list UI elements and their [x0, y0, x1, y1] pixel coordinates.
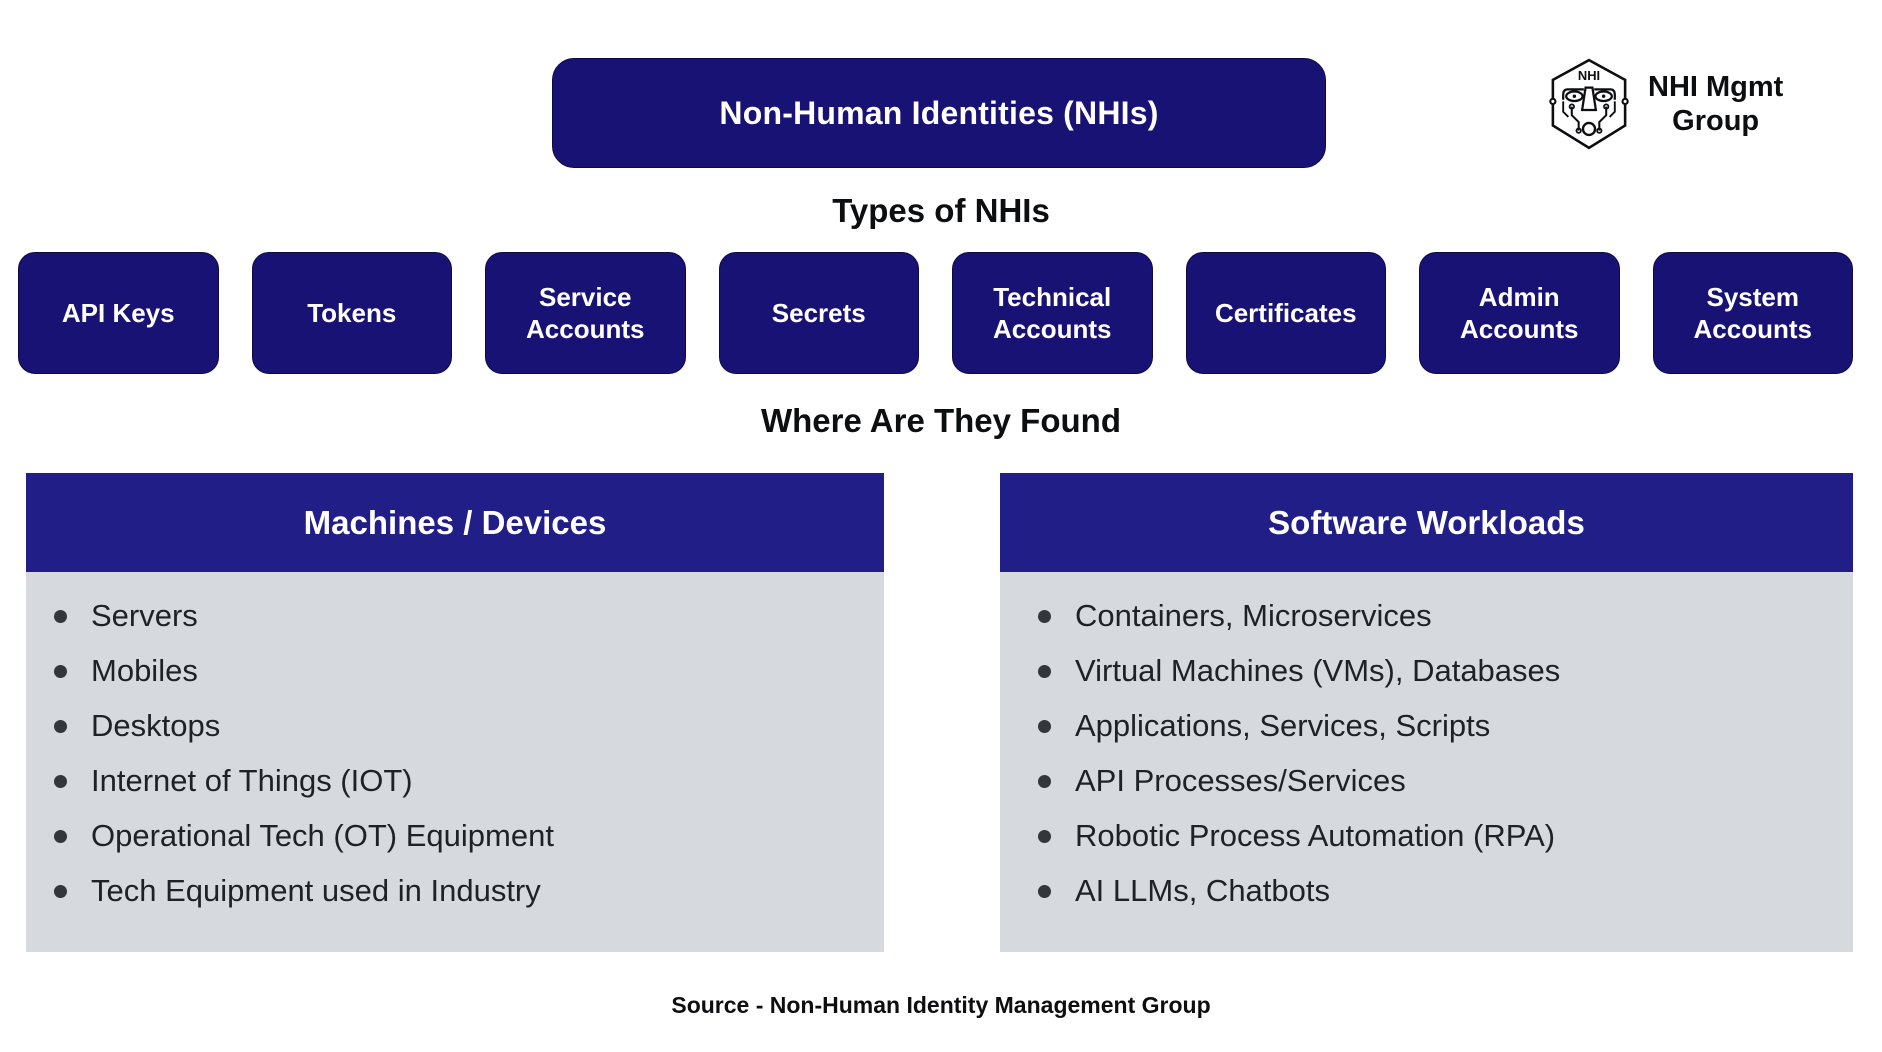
logo-text-line1: NHI Mgmt: [1648, 70, 1784, 103]
panel-title: Software Workloads: [1000, 473, 1853, 572]
list-item: Robotic Process Automation (RPA): [1038, 816, 1833, 856]
page-title: Non-Human Identities (NHIs): [552, 58, 1326, 168]
list-item: Applications, Services, Scripts: [1038, 706, 1833, 746]
found-heading: Where Are They Found: [761, 402, 1121, 439]
machines-devices-list: Servers Mobiles Desktops Internet of Thi…: [54, 596, 864, 911]
bullet-icon: [54, 774, 67, 788]
list-item-label: Containers, Microservices: [1075, 598, 1432, 633]
bullet-icon: [1038, 884, 1051, 898]
type-box-admin-accounts: Admin Accounts: [1419, 252, 1620, 374]
bullet-icon: [54, 829, 67, 843]
list-item: Virtual Machines (VMs), Databases: [1038, 651, 1833, 691]
list-item: Internet of Things (IOT): [54, 761, 864, 801]
list-item: API Processes/Services: [1038, 761, 1833, 801]
types-row: API Keys Tokens Service Accounts Secrets…: [18, 252, 1853, 374]
list-item: Desktops: [54, 706, 864, 746]
bullet-icon: [54, 884, 67, 898]
list-item-label: Operational Tech (OT) Equipment: [91, 818, 554, 853]
bullet-icon: [1038, 664, 1051, 678]
list-item: Tech Equipment used in Industry: [54, 871, 864, 911]
type-box-service-accounts: Service Accounts: [485, 252, 686, 374]
list-item: Containers, Microservices: [1038, 596, 1833, 636]
list-item-label: Robotic Process Automation (RPA): [1075, 818, 1556, 853]
logo-text: NHI Mgmt Group: [1648, 70, 1783, 138]
panel-title: Machines / Devices: [26, 473, 884, 572]
bullet-icon: [1038, 829, 1051, 843]
svg-text:NHI: NHI: [1578, 68, 1600, 83]
bullet-icon: [54, 609, 67, 623]
types-heading: Types of NHIs: [832, 192, 1050, 229]
list-item-label: AI LLMs, Chatbots: [1075, 873, 1331, 908]
list-item-label: Servers: [91, 598, 198, 633]
logo-text-line2: Group: [1672, 105, 1760, 137]
bullet-icon: [1038, 719, 1051, 733]
list-item: Servers: [54, 596, 864, 636]
list-item-label: Applications, Services, Scripts: [1075, 708, 1491, 743]
type-box-certificates: Certificates: [1185, 252, 1386, 374]
panel-body: Containers, Microservices Virtual Machin…: [1000, 572, 1853, 952]
list-item-label: API Processes/Services: [1075, 763, 1406, 798]
type-box-tokens: Tokens: [251, 252, 452, 374]
bullet-icon: [1038, 774, 1051, 788]
list-item-label: Tech Equipment used in Industry: [91, 873, 541, 908]
bullet-icon: [54, 664, 67, 678]
list-item: Operational Tech (OT) Equipment: [54, 816, 864, 856]
type-box-secrets: Secrets: [718, 252, 919, 374]
bullet-icon: [54, 719, 67, 733]
type-box-system-accounts: System Accounts: [1652, 252, 1853, 374]
nhi-shield-icon: NHI: [1546, 56, 1632, 152]
software-workloads-list: Containers, Microservices Virtual Machin…: [1038, 596, 1833, 911]
type-box-api-keys: API Keys: [18, 252, 219, 374]
type-box-technical-accounts: Technical Accounts: [952, 252, 1153, 374]
list-item: Mobiles: [54, 651, 864, 691]
bullet-icon: [1038, 609, 1051, 623]
source-caption: Source - Non-Human Identity Management G…: [671, 992, 1211, 1018]
panel-machines-devices: Machines / Devices Servers Mobiles Deskt…: [26, 473, 884, 952]
list-item-label: Internet of Things (IOT): [91, 763, 413, 798]
list-item: AI LLMs, Chatbots: [1038, 871, 1833, 911]
logo: NHI NHI Mgmt Group: [1546, 56, 1783, 152]
panel-body: Servers Mobiles Desktops Internet of Thi…: [26, 572, 884, 952]
list-item-label: Desktops: [91, 708, 221, 743]
list-item-label: Mobiles: [91, 653, 198, 688]
panel-software-workloads: Software Workloads Containers, Microserv…: [1000, 473, 1853, 952]
list-item-label: Virtual Machines (VMs), Databases: [1075, 653, 1561, 688]
